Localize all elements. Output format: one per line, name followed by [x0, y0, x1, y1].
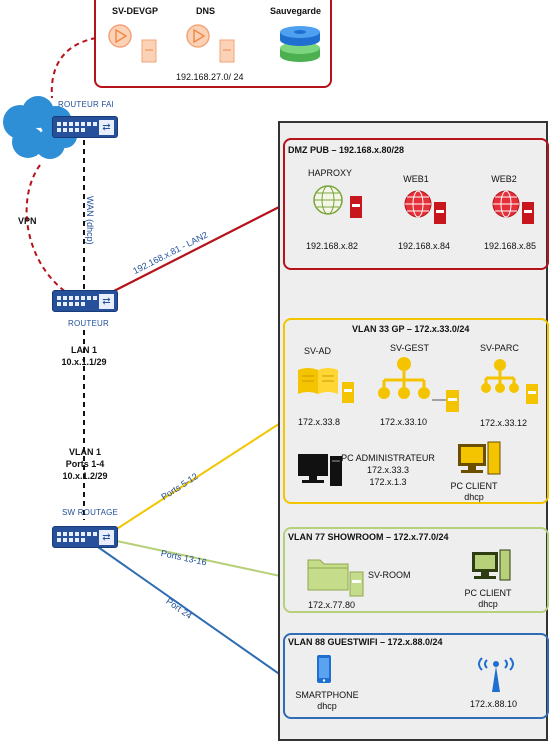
vlan1-name: VLAN 1: [68, 447, 101, 457]
routeur-label: ROUTEUR: [68, 319, 109, 328]
web1-ip: 192.168.x.84: [398, 241, 451, 251]
haproxy-ip: 192.168.x.82: [306, 241, 359, 251]
sv-ad-ip: 172.x.33.8: [298, 417, 341, 427]
smartphone-icon: [316, 654, 332, 689]
sv-devgp-label: SV-DEVGP: [112, 6, 159, 16]
link-vlan88: [97, 546, 286, 679]
vlan77-zone: [283, 527, 549, 613]
vlan88-title: VLAN 88 GUESTWIFI – 172.x.88.0/24: [288, 637, 443, 647]
client-77-computer-icon: [470, 548, 512, 589]
vlan1-ip: 10.x.1.2/29: [62, 471, 108, 481]
top-server-zone: [94, 0, 332, 88]
dns-label: DNS: [196, 6, 216, 16]
sv-gest-ip: 172.x.33.10: [380, 417, 428, 427]
pc-client-33-ip: dhcp: [464, 492, 484, 502]
dmz-title: DMZ PUB – 192.168.x.80/28: [288, 145, 405, 155]
sv-room-name: SV-ROOM: [368, 570, 411, 580]
web2-ip: 192.168.x.85: [484, 241, 537, 251]
internal-network-panel: [278, 121, 548, 741]
web2-server-icon: [490, 188, 536, 231]
pc-client-77-name: PC CLIENT: [464, 588, 512, 598]
folder-server-icon: [306, 552, 366, 603]
pc-admin-name: PC ADMINISTRATEUR: [341, 453, 435, 463]
hierarchy-server-icon: [376, 356, 462, 417]
vlan77-title: VLAN 77 SHOWROOM – 172.x.77.0/24: [288, 532, 449, 542]
wifi-antenna-icon: [474, 646, 518, 699]
web2-name: WEB2: [491, 174, 517, 184]
pc-admin-ip2: 172.x.1.3: [369, 477, 407, 487]
admin-computer-icon: [296, 452, 344, 495]
link-lan2: [111, 203, 286, 293]
lan1-ip: 10.x.1.1/29: [61, 357, 107, 367]
sv-ad-name: SV-AD: [304, 346, 332, 356]
link-vlan77: [111, 539, 286, 578]
vlan1-ports: Ports 1-4: [65, 459, 105, 469]
parc-server-icon: [480, 358, 544, 411]
link-vlan33: [111, 419, 286, 533]
pc-admin-ip1: 172.x.33.3: [366, 465, 410, 475]
top-network-label: 192.168.27.0/ 24: [176, 72, 244, 82]
smartphone-name: SMARTPHONE: [295, 690, 359, 700]
sauvegarde-label: Sauvegarde: [270, 6, 322, 16]
routeur-fai-icon: ⇄: [52, 116, 118, 138]
lan1-name: LAN 1: [70, 345, 97, 355]
link-vpn: [25, 164, 71, 296]
vpn-label: VPN: [18, 216, 37, 226]
vlan88-zone: [283, 633, 549, 719]
sv-parc-ip: 172.x.33.12: [480, 418, 528, 428]
switch-icon: ⇄: [52, 526, 118, 548]
sv-parc-name: SV-PARC: [480, 343, 519, 353]
client-computer-icon: [456, 440, 502, 483]
web1-name: WEB1: [403, 174, 429, 184]
pc-client-33-name: PC CLIENT: [450, 481, 498, 491]
sv-room-ip: 172.x.77.80: [308, 600, 356, 610]
book-server-icon: [296, 364, 358, 409]
sv-devgp-icon: [106, 22, 158, 69]
switch-label: SW ROUTAGE: [62, 508, 119, 517]
dns-icon: [184, 22, 236, 69]
link-servers-fai: [50, 37, 97, 99]
database-icon: [278, 20, 322, 69]
web1-server-icon: [402, 188, 448, 231]
routeur-fai-label: ROUTEUR FAI: [58, 100, 114, 109]
vlan33-zone: [283, 318, 549, 504]
dmz-zone: [283, 138, 549, 270]
smartphone-ip: dhcp: [317, 701, 337, 711]
ap-ip: 172.x.88.10: [470, 699, 518, 709]
pc-client-77-ip: dhcp: [478, 599, 498, 609]
wan-label: WAN (dhcp): [85, 196, 95, 245]
globe-server-icon: [310, 182, 366, 227]
haproxy-name: HAPROXY: [307, 168, 352, 178]
vlan33-title: VLAN 33 GP – 172.x.33.0/24: [352, 324, 470, 334]
router-icon: ⇄: [52, 290, 118, 312]
cloud-icon: [0, 92, 80, 171]
sv-gest-name: SV-GEST: [390, 343, 430, 353]
